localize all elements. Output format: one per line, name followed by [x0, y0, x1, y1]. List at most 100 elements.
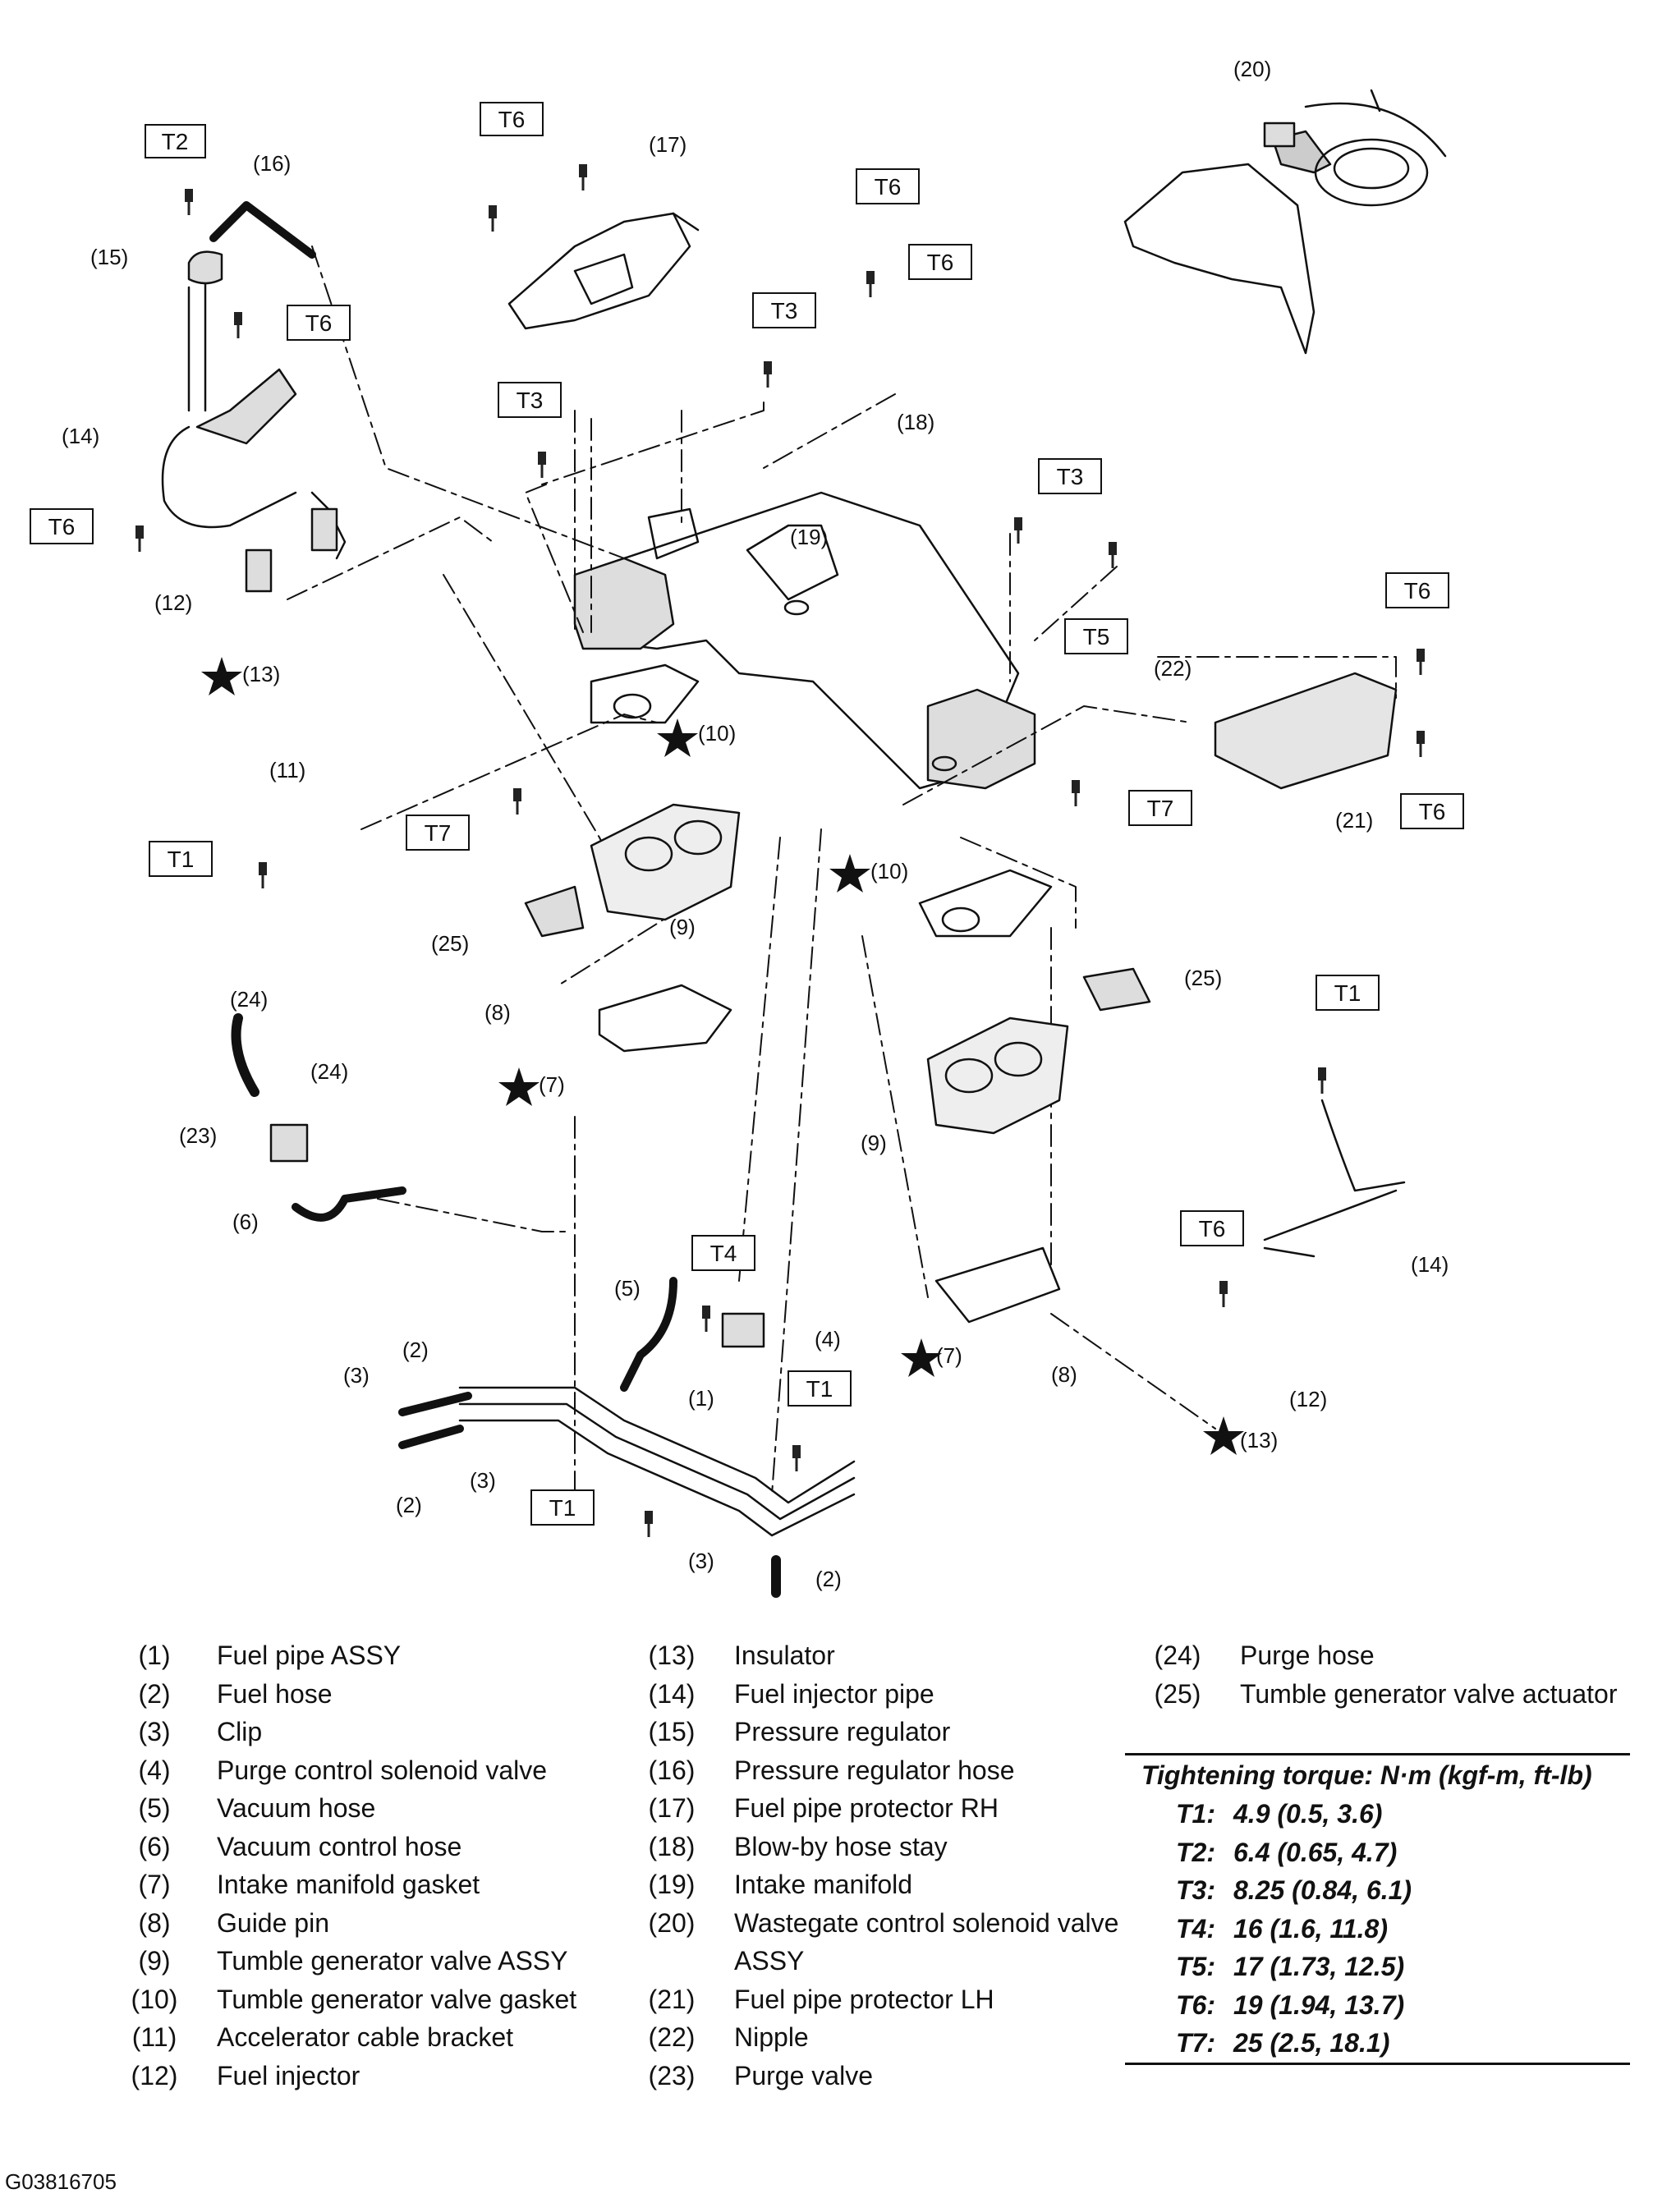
- torque-tag: T6: [927, 250, 954, 275]
- torque-key: T3:: [1176, 1875, 1215, 1905]
- torque-value: 16 (1.6, 11.8): [1233, 1913, 1388, 1944]
- legend-item-description: Tumble generator valve gasket: [217, 1984, 577, 2014]
- purge-control-solenoid-valve: [721, 1312, 765, 1348]
- legend-item: (15)Pressure regulator: [634, 1713, 1161, 1751]
- torque-tag: T6: [1199, 1216, 1226, 1241]
- legend-item-description: Fuel injector pipe: [734, 1678, 934, 1709]
- callout: (7): [936, 1343, 962, 1368]
- legend-item-number: (6): [138, 1831, 171, 1861]
- wastegate-solenoid-area: [1123, 89, 1447, 355]
- callout: (5): [614, 1276, 641, 1301]
- callout: (16): [253, 151, 291, 176]
- torque-row: T7:25 (2.5, 18.1): [1125, 2024, 1630, 2063]
- callout: (2): [396, 1493, 422, 1517]
- torque-table-title: Tightening torque: N·m (kgf-m, ft-lb): [1141, 1760, 1592, 1790]
- exploded-parts-diagram: T2 T6 T6 T6 T6 T3 T3 T6 T3 T6 T5 T7 T6 T…: [30, 57, 1464, 1598]
- legend-item-description: Purge control solenoid valve: [217, 1755, 548, 1785]
- legend-item-description: Tumble generator valve actuator: [1240, 1678, 1618, 1709]
- fuel-pipe-protector-rh: [507, 212, 700, 330]
- legend-item-description: Fuel injector: [217, 2060, 360, 2090]
- legend-item: (13) Insulator: [634, 1636, 1161, 1675]
- callout: (9): [669, 915, 696, 939]
- callout: (19): [790, 525, 828, 549]
- legend-item-number: (16): [648, 1755, 696, 1785]
- legend-item-number: (4): [138, 1755, 171, 1785]
- fuel-pipe-protector-lh: [1214, 672, 1398, 790]
- legend-item: (16) Pressure regulator hose: [634, 1751, 1161, 1790]
- vacuum-control-hose: [292, 1186, 406, 1222]
- callout: (25): [1184, 966, 1222, 990]
- torque-value: 6.4 (0.65, 4.7): [1233, 1837, 1398, 1867]
- legend-item-description: Purge hose: [1240, 1641, 1375, 1670]
- purge-valve: [269, 1123, 309, 1163]
- tumble-generator-valve-rh: [918, 869, 1151, 1324]
- torque-tag: T1: [549, 1495, 576, 1521]
- legend-item-description: Clip: [217, 1717, 263, 1746]
- legend-item-number: (17): [648, 1793, 696, 1823]
- torque-value: 4.9 (0.5, 3.6): [1233, 1799, 1383, 1829]
- callout: (20): [1233, 57, 1271, 81]
- callout: (23): [179, 1123, 217, 1148]
- legend-item: (23)Purge valve: [634, 2057, 1161, 2095]
- legend-item-description: Insulator: [734, 1641, 835, 1670]
- table-top-rule: [1125, 1753, 1630, 1755]
- legend-item-number: (25): [1154, 1678, 1201, 1709]
- legend-item: (14)Fuel injector pipe: [634, 1675, 1161, 1714]
- torque-value: 17 (1.73, 12.5): [1233, 1952, 1405, 1981]
- legend-item-description: Nipple: [734, 2022, 809, 2052]
- callout: (1): [688, 1386, 714, 1411]
- star-markers: [201, 657, 1244, 1455]
- callout: (11): [269, 758, 305, 782]
- legend-item: (8)Guide pin: [117, 1904, 576, 1943]
- legend-item: (22)Nipple: [634, 2018, 1161, 2057]
- callout: (17): [649, 132, 686, 157]
- torque-value: 8.25 (0.84, 6.1): [1233, 1875, 1412, 1905]
- legend-item-description: Fuel pipe protector RH: [734, 1793, 999, 1823]
- legend-item: (24) Purge hose: [1140, 1636, 1667, 1675]
- callout: (13): [242, 662, 280, 686]
- torque-key: T7:: [1176, 2028, 1215, 2058]
- legend-item-number: (11): [131, 2022, 177, 2052]
- legend-item-description: Fuel hose: [217, 1678, 333, 1709]
- torque-row: T1:4.9 (0.5, 3.6): [1125, 1795, 1630, 1833]
- torque-row: T5: 17 (1.73, 12.5): [1125, 1948, 1630, 1986]
- torque-tag: T6: [1404, 578, 1431, 603]
- callout: (12): [1289, 1387, 1327, 1411]
- legend-item-number: (13): [648, 1641, 696, 1670]
- callout: (22): [1154, 656, 1192, 681]
- torque-tag: T7: [1147, 796, 1174, 821]
- callout: (3): [688, 1549, 714, 1573]
- legend-item-description: Guide pin: [217, 1907, 329, 1938]
- torque-row: T4:16 (1.6, 11.8): [1125, 1910, 1630, 1948]
- legend-item: (7)Intake manifold gasket: [117, 1866, 576, 1904]
- callout: (18): [897, 410, 934, 434]
- callout: (8): [484, 1000, 511, 1025]
- callouts: (16) (15) (14) (12) (13) (17) (20) (18) …: [62, 57, 1449, 1591]
- fuel-injector-pipe-rh: [1263, 1099, 1406, 1258]
- legend-item-description: Pressure regulator hose: [734, 1755, 1015, 1785]
- legend-item: (17) Fuel pipe protector RH: [634, 1789, 1161, 1828]
- torque-tag: T4: [710, 1241, 737, 1266]
- callout: (9): [861, 1131, 887, 1155]
- callout: (14): [62, 424, 99, 448]
- torque-tag: T1: [806, 1376, 833, 1402]
- legend-item: (9)Tumble generator valve ASSY: [117, 1942, 576, 1980]
- purge-hose: [231, 1013, 259, 1097]
- legend-item-description: Vacuum hose: [217, 1793, 376, 1823]
- callout: (7): [539, 1072, 565, 1097]
- torque-tag: T2: [162, 129, 189, 154]
- legend-item-number: (21): [648, 1984, 696, 2014]
- tumble-generator-valve-lh: [524, 663, 741, 938]
- legend-item-description: Pressure regulator: [734, 1717, 951, 1746]
- callout: (13): [1240, 1428, 1278, 1452]
- bolts: [134, 163, 1426, 1539]
- torque-tag: T6: [498, 107, 526, 132]
- torque-key: T5:: [1176, 1952, 1215, 1981]
- legend-item-number: (7): [138, 1870, 171, 1899]
- legend-item: (19) Intake manifold: [634, 1866, 1161, 1904]
- callout: (15): [90, 245, 128, 269]
- legend-item-number: (24): [1154, 1641, 1201, 1670]
- legend-item: (25) Tumble generator valve actuator: [1140, 1675, 1667, 1751]
- legend-item-description: Intake manifold: [734, 1870, 913, 1899]
- legend-item-number: (19): [648, 1870, 696, 1899]
